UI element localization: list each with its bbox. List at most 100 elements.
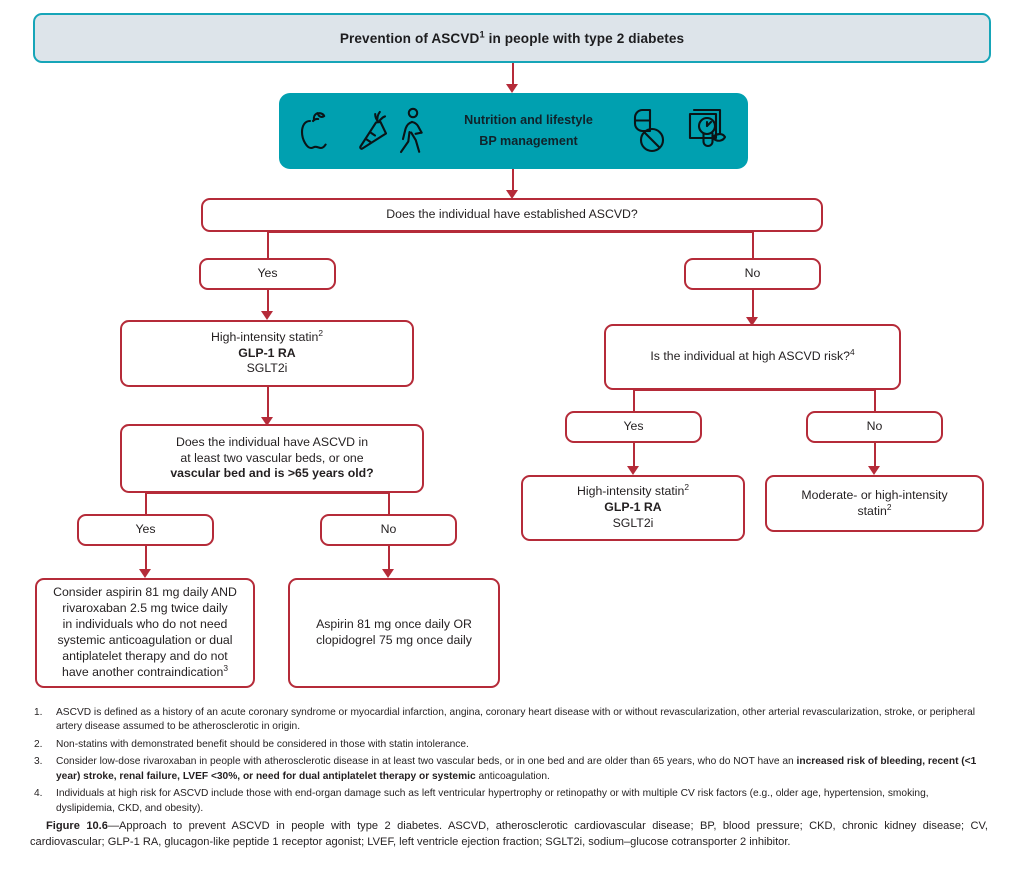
connector-q2-branch-bar [145,492,389,494]
decision-high-ascvd-risk-label: Is the individual at high ASCVD risk?4 [650,346,855,363]
outcome-aspirin-rivaroxaban-line-6: have another contraindication3 [62,662,228,679]
branch-q3-yes[interactable]: Yes [565,411,702,443]
lifestyle-line-2: BP management [479,134,578,148]
branch-q1-yes-label: Yes [257,266,278,280]
treatment-high-risk[interactable]: High-intensity statin2 GLP-1 RA SGLT2i [521,475,745,541]
outcome-aspirin-rivaroxaban-line-4: systemic anticoagulation or dual [57,633,233,647]
footnote-item-1: 1. ASCVD is defined as a history of an a… [30,706,988,735]
footnote-4-number: 4. [34,788,43,800]
footnote-4-text: Individuals at high risk for ASCVD inclu… [56,788,929,814]
treatment-high-risk-line-2: GLP-1 RA [604,500,662,514]
treatment-not-high-risk[interactable]: Moderate- or high-intensity statin2 [765,475,984,532]
branch-q3-yes-label: Yes [623,419,644,433]
arrow-lifestyle-to-q1 [505,190,518,199]
connector-q1-branch-bar [267,231,753,233]
connector-q2-to-yes [145,492,147,515]
connector-q1-to-yes [267,231,269,259]
branch-q1-no-label: No [744,266,761,280]
connector-q2no-to-outcome [388,546,390,571]
arrow-treatment-to-q2 [260,417,273,426]
connector-q3yes-to-treatment [633,443,635,468]
decision-high-ascvd-risk-superscript: 4 [849,346,855,357]
branch-q1-yes[interactable]: Yes [199,258,336,290]
outcome-aspirin-clopidogrel-line-2: clopidogrel 75 mg once daily [316,633,472,647]
branch-q3-no[interactable]: No [806,411,943,443]
footnote-3-text-post: anticoagulation. [475,770,550,782]
treatment-left-line-2: GLP-1 RA [238,345,296,360]
treatment-high-risk-line-1: High-intensity statin2 [577,481,689,499]
connector-q1no-to-q3 [752,290,754,319]
branch-q2-no-label: No [380,522,397,536]
outcome-aspirin-rivaroxaban-superscript: 3 [223,662,228,673]
header-title-superscript: 1 [479,28,485,39]
decision-vascular-beds[interactable]: Does the individual have ASCVD in at lea… [120,424,424,493]
footnote-item-2: 2. Non-statins with demonstrated benefit… [30,738,988,752]
treatment-high-risk-line-3: SGLT2i [612,515,654,530]
figure-caption-text: —Approach to prevent ASCVD in people wit… [30,820,988,849]
connector-q3no-to-treatment [874,443,876,468]
lifestyle-banner: Nutrition and lifestyle BP management [279,93,748,169]
outcome-aspirin-rivaroxaban-line-1: Consider aspirin 81 mg daily AND [53,585,237,600]
apple-icon [300,112,327,150]
arrow-q2yes-to-outcome [138,569,151,578]
carrot-icon [359,110,387,150]
treatment-left-established-ascvd[interactable]: High-intensity statin2 GLP-1 RA SGLT2i [120,320,414,387]
treatment-not-high-risk-superscript: 2 [886,501,892,512]
treatment-not-high-risk-line-1: Moderate- or high-intensity [801,487,948,502]
lifestyle-text: Nutrition and lifestyle BP management [431,110,626,152]
footnote-item-3: 3. Consider low-dose rivaroxaban in peop… [30,755,988,784]
footnote-1-text: ASCVD is defined as a history of an acut… [56,707,976,733]
header-title: Prevention of ASCVD1 in people with type… [339,28,685,46]
treatment-left-line-1-superscript: 2 [318,327,323,338]
decision-vascular-beds-line-1: Does the individual have ASCVD in [175,434,369,449]
lifestyle-line-1: Nutrition and lifestyle [464,113,593,128]
outcome-aspirin-rivaroxaban-line-5: antiplatelet therapy and do not [62,648,228,663]
treatment-high-risk-line-1-superscript: 2 [684,481,689,492]
decision-vascular-beds-line-2: at least two vascular beds, or one [180,450,364,465]
branch-q1-no[interactable]: No [684,258,821,290]
connector-q3-branch-bar [633,389,875,391]
figure-caption: Figure 10.6—Approach to prevent ASCVD in… [30,818,988,851]
branch-q2-yes[interactable]: Yes [77,514,214,546]
footnote-3-text-pre: Consider low-dose rivaroxaban in people … [56,756,797,768]
connector-q1-to-no [752,231,754,259]
footnote-3-number: 3. [34,756,43,768]
branch-q2-yes-label: Yes [135,522,156,536]
branch-q3-no-label: No [866,419,883,433]
outcome-aspirin-rivaroxaban[interactable]: Consider aspirin 81 mg daily AND rivarox… [35,578,255,688]
connector-header-to-lifestyle [512,63,514,86]
decision-vascular-beds-line-3: vascular bed and is >65 years old? [170,466,374,481]
outcome-aspirin-clopidogrel[interactable]: Aspirin 81 mg once daily OR clopidogrel … [288,578,500,688]
footnote-item-4: 4. Individuals at high risk for ASCVD in… [30,787,988,816]
figure-header-banner: Prevention of ASCVD1 in people with type… [33,13,991,63]
outcome-aspirin-rivaroxaban-line-3: in individuals who do not need [62,617,228,632]
blood-pressure-monitor-icon [688,108,727,148]
treatment-left-line-3: SGLT2i [246,361,288,376]
lifestyle-icons-right [626,104,734,158]
connector-q1yes-to-treatment [267,290,269,313]
connector-q2yes-to-outcome [145,546,147,571]
outcome-aspirin-rivaroxaban-line-2: rivaroxaban 2.5 mg twice daily [62,601,228,616]
decision-high-ascvd-risk[interactable]: Is the individual at high ASCVD risk?4 [604,324,901,390]
footnote-3-text: Consider low-dose rivaroxaban in people … [56,755,988,784]
connector-treatment-to-q2 [267,387,269,419]
outcome-aspirin-clopidogrel-line-1: Aspirin 81 mg once daily OR [316,617,472,632]
arrow-q3yes-to-treatment [626,466,639,475]
footnote-3-text-bold: increased risk of bleeding, recent (<1 y… [56,756,977,782]
arrow-q1yes-to-treatment [260,311,273,320]
branch-q2-no[interactable]: No [320,514,457,546]
connector-q3-to-no [874,389,876,412]
decision-established-ascvd-label: Does the individual have established ASC… [386,207,638,221]
walking-person-icon [399,107,423,154]
capsule-icon [633,108,665,153]
arrow-q3no-to-treatment [867,466,880,475]
figure-caption-label: Figure 10.6 [46,820,108,832]
decision-established-ascvd[interactable]: Does the individual have established ASC… [201,198,823,232]
treatment-not-high-risk-line-2: statin2 [857,501,892,518]
treatment-left-line-1: High-intensity statin2 [211,327,323,344]
arrow-header-to-lifestyle [505,84,518,93]
footnote-list: 1. ASCVD is defined as a history of an a… [30,706,988,819]
footnote-2-text: Non-statins with demonstrated benefit sh… [56,738,469,750]
connector-q2-to-no [388,492,390,515]
